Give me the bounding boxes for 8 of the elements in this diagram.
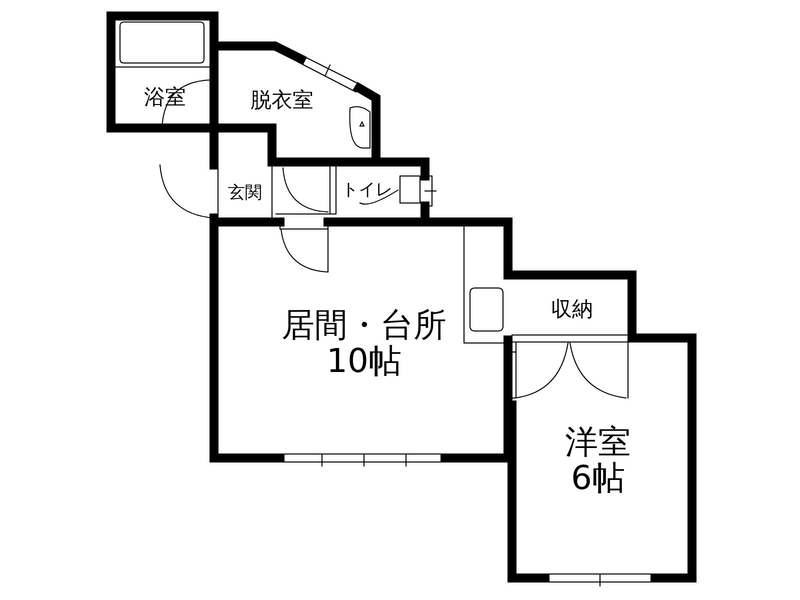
room-label: 玄関 — [228, 184, 262, 202]
room-label: トイレ — [342, 180, 392, 200]
room-label: 6帖 — [571, 460, 625, 496]
room-label: 洋室 — [565, 424, 631, 460]
room-label: 10帖 — [326, 343, 402, 380]
room-label: 脱衣室 — [250, 89, 314, 113]
room-label: 居間・台所 — [282, 306, 446, 343]
room-label: 収納 — [551, 298, 593, 322]
